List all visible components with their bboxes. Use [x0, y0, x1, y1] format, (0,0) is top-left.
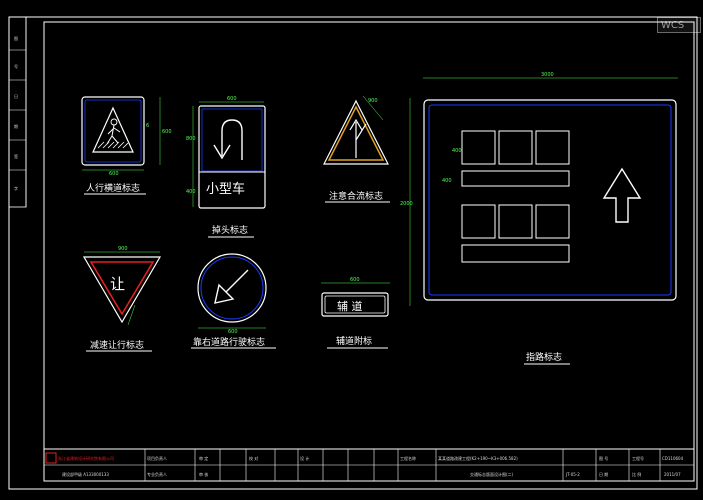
keep-right-sign[interactable]: 600 靠右道路行驶标志: [191, 253, 276, 349]
sheet-frame: [8, 16, 698, 490]
pedestrian-icon: [110, 118, 118, 126]
field-label: 工程号: [632, 455, 644, 461]
company-logo: [45, 452, 57, 464]
dimension-label: 400: [186, 189, 196, 195]
drawing-title: 交通标志版面设计图(二): [470, 471, 514, 477]
dimension-label: 800: [186, 136, 196, 142]
dimension-label: 600: [350, 277, 360, 283]
sign-caption: 辅道附标: [336, 335, 372, 347]
sign-caption: 掉头标志: [212, 224, 248, 236]
certificate-no: 建设部甲级 A133000133: [62, 471, 109, 477]
guide-sign[interactable]: 3000 2000 400 400 指路标志: [400, 72, 678, 365]
dimension-label: 900: [368, 98, 378, 104]
strip-label: 签: [14, 153, 18, 159]
drawing-date: 2011/07: [664, 472, 681, 477]
field-label: 专业负责人: [147, 471, 167, 477]
project-number: CD110604: [662, 456, 684, 461]
field-label: 审 核: [199, 471, 208, 477]
field-label: 设 计: [300, 455, 309, 461]
field-label: 日 期: [599, 471, 608, 477]
dimension-label: 2000: [400, 201, 413, 207]
field-label: 审 定: [199, 455, 208, 461]
merge-arrow-icon: [349, 118, 367, 158]
field-label: 图 号: [599, 455, 608, 461]
strip-label: 字: [14, 185, 18, 191]
strip-label: 日: [14, 94, 18, 99]
dimension-label: 600: [162, 129, 172, 135]
yield-symbol: 让: [110, 275, 125, 293]
keep-right-arrow-icon: [214, 269, 249, 304]
plate-text: 小型车: [206, 181, 245, 197]
pedestrian-crossing-sign[interactable]: 600 600 6 人行横道标志: [81, 96, 172, 195]
field-label: 校 对: [249, 455, 258, 461]
dimension-label: 6: [146, 123, 149, 129]
field-label: 项目负责人: [147, 455, 167, 461]
warning-triangle-icon: [92, 106, 134, 153]
dimension-label: 400: [442, 178, 452, 184]
drawing-border: [43, 21, 695, 482]
field-label: 工程名称: [400, 455, 416, 461]
side-signature-strip: 图 号 日 期 签 字: [8, 16, 27, 208]
dimension-label: 600: [228, 329, 238, 335]
sign-caption: 减速让行标志: [90, 339, 144, 351]
company-name: 浙江省建筑设计研究院有限公司: [58, 455, 114, 461]
dimension-label: 600: [109, 171, 119, 177]
strip-label: 图: [14, 35, 18, 41]
plate-text: 辅 道: [337, 299, 363, 313]
straight-arrow-icon: [602, 167, 642, 223]
merge-warning-sign[interactable]: 900 注意合流标志: [323, 95, 390, 203]
strip-label: 期: [14, 123, 18, 129]
strip-label: 号: [14, 63, 18, 69]
sign-caption: 人行横道标志: [86, 182, 140, 194]
dimension-label: 600: [227, 96, 237, 102]
sign-caption: 靠右道路行驶标志: [193, 336, 265, 348]
dimension-label: 400: [452, 148, 462, 154]
project-name: 某某道路改建工程(K2+190~K3+006.582): [438, 455, 518, 461]
sign-caption: 指路标志: [526, 351, 562, 363]
u-turn-sign[interactable]: 600 800 400 小型车 掉头标志: [186, 96, 266, 238]
side-road-plate[interactable]: 600 辅 道 辅道附标: [321, 277, 390, 349]
field-label: 比 例: [632, 471, 641, 477]
u-turn-arrow-icon: [221, 119, 243, 160]
dimension-label: 900: [118, 246, 128, 252]
sign-caption: 注意合流标志: [329, 190, 383, 202]
drawing-number: JT-05-2: [565, 472, 580, 477]
dimension-label: 3000: [541, 72, 554, 78]
yield-sign[interactable]: 900 让 减速让行标志: [82, 246, 162, 352]
title-block: 浙江省建筑设计研究院有限公司 建设部甲级 A133000133 项目负责人 审 …: [43, 448, 695, 482]
